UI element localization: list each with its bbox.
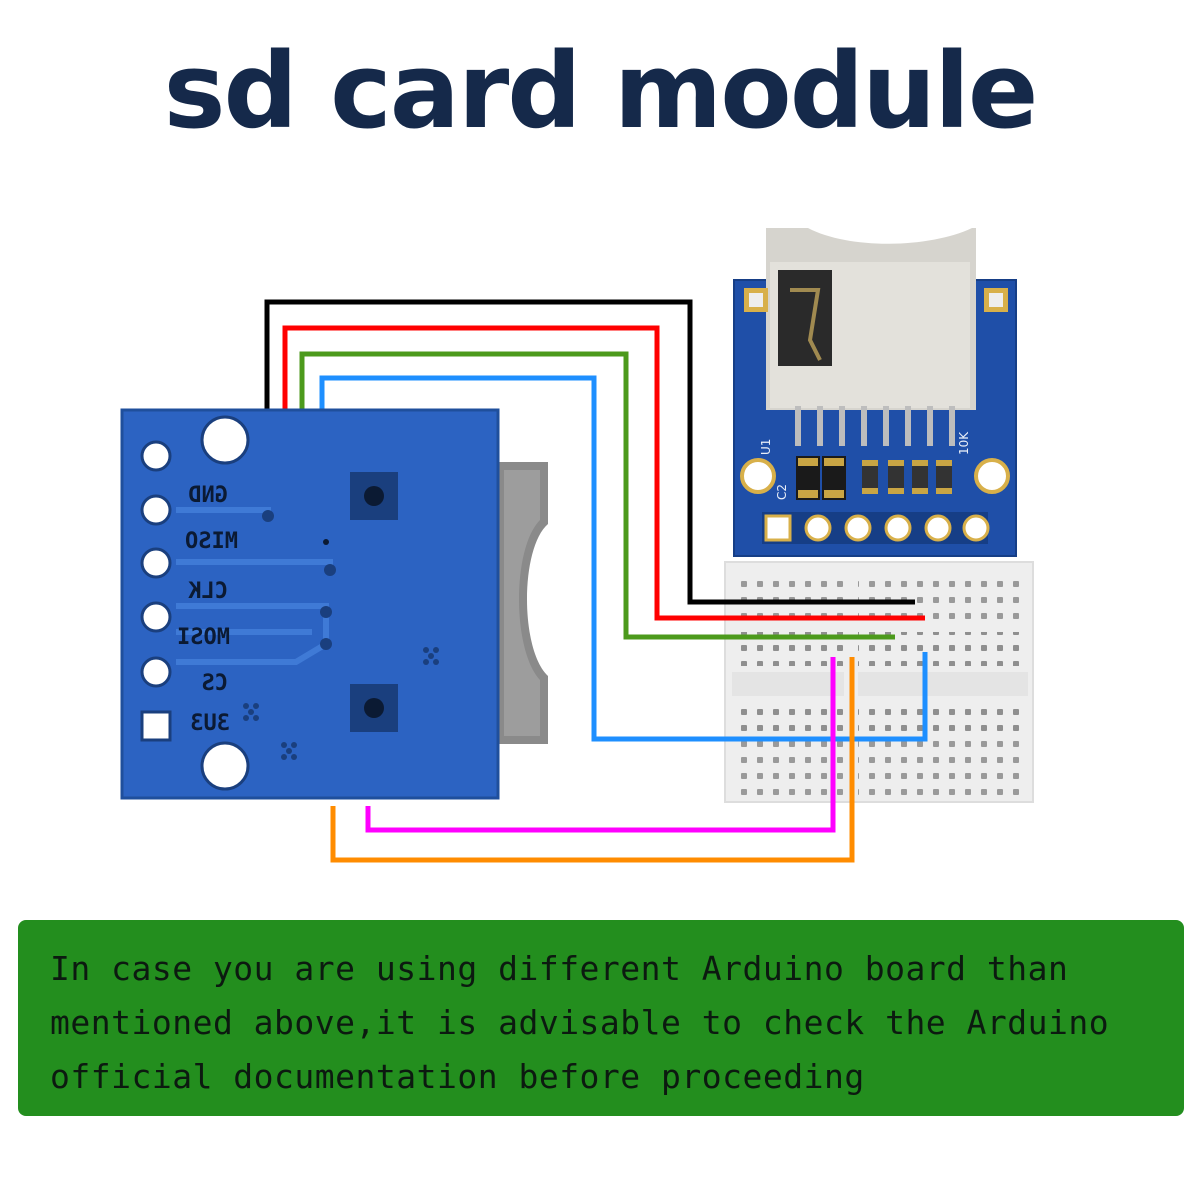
pin-label-clk: CLK [188, 579, 228, 604]
wire-cs [365, 657, 836, 833]
page-title: sd card module [163, 30, 1039, 152]
wire-miso [282, 325, 925, 621]
wire-clk [299, 351, 895, 640]
wiring-diagram: GND MISO CLK MOSI CS 3U3 [120, 228, 1034, 863]
label-10k: 10K [957, 431, 971, 455]
pin-label-gnd: GND [188, 483, 228, 508]
pin-label-mosi: MOSI [177, 625, 230, 650]
sd-module-board: GND MISO CLK MOSI CS 3U3 [120, 408, 500, 800]
pin-label-cs: CS [202, 671, 229, 696]
label-u1: U1 [759, 439, 773, 455]
wires [264, 299, 928, 863]
sd-card-slot [496, 462, 548, 744]
label-c2: C2 [775, 484, 789, 500]
breadboard [724, 561, 1034, 803]
info-note-text: In case you are using different Arduino … [50, 949, 1110, 1096]
sd-module-front: U1 10K C2 [733, 228, 1017, 557]
wire-power [330, 657, 855, 863]
pin-label-3u3: 3U3 [190, 711, 230, 736]
pin-label-miso: MISO [185, 529, 238, 554]
wire-mosi [319, 375, 928, 742]
info-note-box: In case you are using different Arduino … [18, 920, 1184, 1116]
wire-gnd [264, 299, 915, 605]
